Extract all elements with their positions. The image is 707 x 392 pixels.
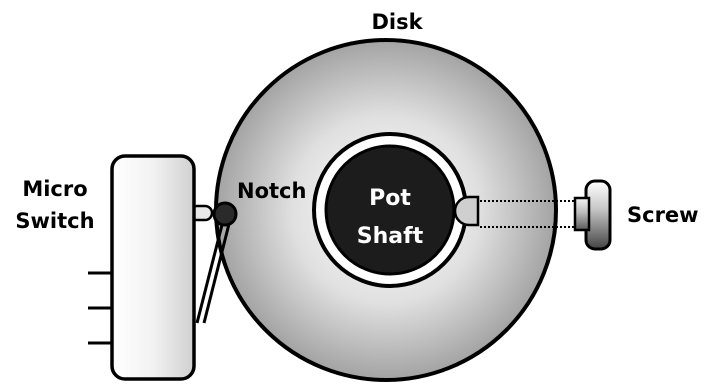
micro-switch-icon (110, 154, 196, 381)
screw-icon (573, 179, 612, 251)
screw-thread (480, 200, 588, 228)
micro-switch-label-line1: Micro (22, 177, 87, 201)
micro-switch-label-line2: Switch (15, 209, 94, 233)
disk-label: Disk (371, 10, 423, 34)
pot-shaft-label-line1: Pot (369, 186, 411, 211)
shaft-notch-icon (453, 195, 480, 227)
screw-label: Screw (627, 203, 699, 227)
disk-notch-icon (212, 201, 238, 227)
pot-shaft-label-line2: Shaft (357, 224, 424, 249)
notch-label: Notch (237, 179, 306, 203)
switch-pins (88, 271, 113, 345)
switch-lever (195, 223, 231, 324)
